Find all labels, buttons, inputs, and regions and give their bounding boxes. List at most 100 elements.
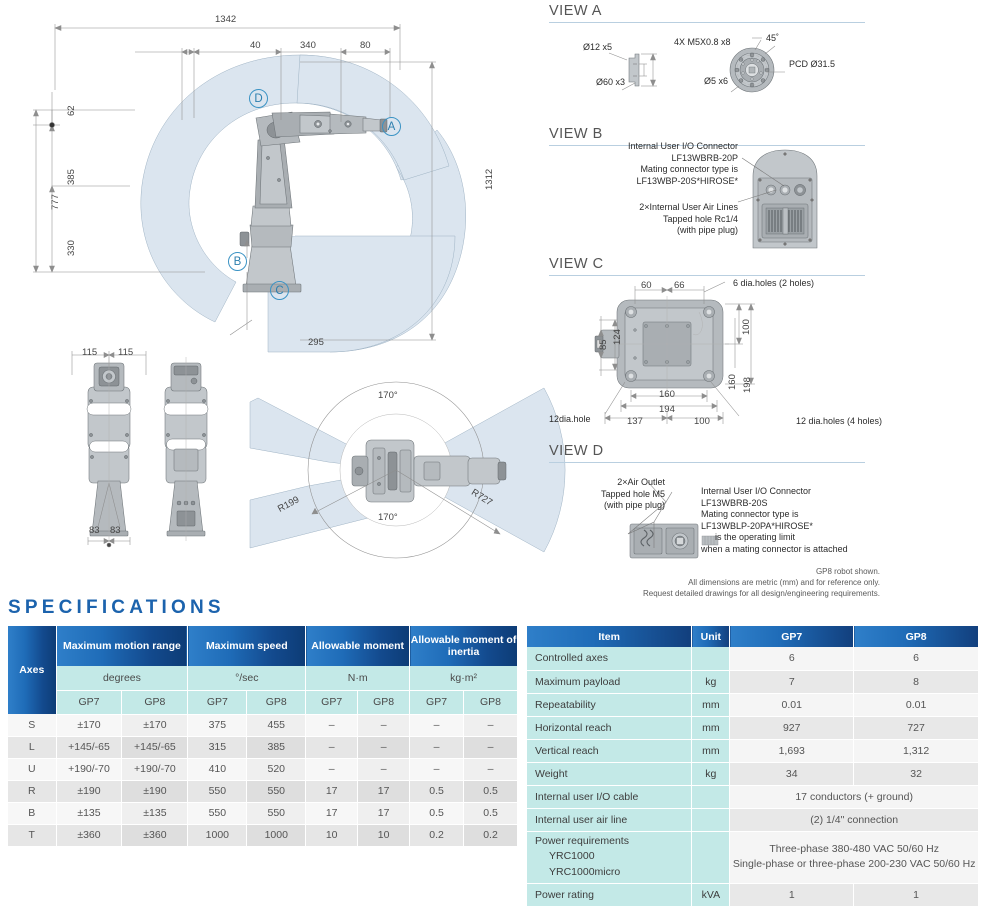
range-gp8-cell: +190/-70: [121, 758, 189, 781]
item-cell: Vertical reach: [527, 739, 693, 763]
unit-degrees: degrees: [56, 666, 189, 691]
range-gp8-cell: ±360: [121, 824, 189, 847]
label-12dia-holes: 12 dia.holes (4 holes): [796, 416, 883, 426]
robot-top-view: [351, 439, 507, 503]
dim-62: 62: [66, 105, 77, 116]
dim-c-160b: 160: [659, 389, 675, 400]
dim-80: 80: [360, 40, 371, 51]
inertia-gp8-cell: –: [463, 736, 518, 759]
d-air-line1: 2×Air Outlet: [617, 477, 665, 487]
io-line4: LF13WBP-20S*HIROSE*: [636, 175, 738, 186]
moment-gp8-cell: 10: [357, 824, 411, 847]
gp8-value-cell: 8: [853, 670, 979, 694]
footnote-line2: All dimensions are metric (mm) and for r…: [688, 578, 880, 588]
gp7-value-cell: 6: [729, 647, 855, 671]
range-gp8-cell: +145/-65: [121, 736, 189, 759]
label-d60x3: Ø60 x3: [596, 77, 626, 87]
model-inertia-gp8: GP8: [463, 690, 518, 715]
value-span-cell: 17 conductors (+ ground): [729, 785, 979, 809]
gp8-value-cell: 32: [853, 762, 979, 786]
d-air-line2: Tapped hole M5: [600, 488, 665, 499]
view-c-svg: [594, 281, 755, 424]
power-line1: Three-phase 380-480 VAC 50/60 Hz: [769, 842, 939, 855]
spec-table-motion: Axes Maximum motion range Maximum speed …: [8, 626, 518, 847]
speed-gp8-cell: 520: [246, 758, 307, 781]
axis-cell: S: [8, 714, 57, 737]
header-axes: Axes: [8, 626, 57, 714]
dim-115-right: 115: [118, 347, 134, 358]
spec-left-units-row: degrees °/sec N·m kg·m²: [8, 666, 518, 691]
dim-83-right: 83: [110, 525, 121, 536]
view-d-air-label: 2×Air Outlet Tapped hole M5 (with pipe p…: [560, 477, 665, 512]
top-view-svg: [249, 381, 566, 559]
moment-gp8-cell: 17: [357, 802, 411, 825]
dim-c-66: 66: [674, 280, 685, 291]
moment-gp7-cell: –: [305, 714, 359, 737]
view-d-rule: [549, 462, 865, 463]
unit-cell: [691, 647, 731, 671]
spec-left-models-row: GP7 GP8 GP7 GP8 GP7 GP8 GP7 GP8: [8, 690, 518, 715]
view-a-rule: [549, 22, 865, 23]
axis-cell: R: [8, 780, 57, 803]
inertia-gp7-cell: 0.5: [409, 780, 465, 803]
side-view-svg: [33, 24, 466, 353]
d-io-line1: Internal User I/O Connector: [701, 486, 812, 496]
range-gp8-cell: ±190: [121, 780, 189, 803]
footnotes: GP8 robot shown. All dimensions are metr…: [600, 566, 880, 600]
footnote-line1: GP8 robot shown.: [815, 567, 880, 576]
unit-cell: [691, 808, 731, 832]
dim-angle-top: 170°: [378, 390, 398, 401]
moment-gp8-cell: 17: [357, 780, 411, 803]
range-gp7-cell: +190/-70: [56, 758, 123, 781]
model-inertia-gp7: GP7: [409, 690, 465, 715]
view-d-svg: [629, 523, 719, 559]
air-line3: (with pipe plug): [676, 225, 738, 236]
d-io-line5: is the operating limit: [715, 532, 796, 543]
io-line2: LF13WBRB-20P: [671, 152, 738, 163]
range-gp8-cell: ±170: [121, 714, 189, 737]
dim-c-198: 198: [742, 377, 753, 393]
inertia-gp8-cell: 0.5: [463, 802, 518, 825]
power-line2: Single-phase or three-phase 200-230 VAC …: [732, 858, 976, 870]
dim-385: 385: [66, 169, 77, 185]
moment-gp7-cell: –: [305, 758, 359, 781]
inertia-gp8-cell: 0.5: [463, 780, 518, 803]
specifications-title: SPECIFICATIONS: [8, 597, 225, 618]
item-cell: Repeatability: [527, 693, 693, 717]
gp8-value-cell: 1,312: [853, 739, 979, 763]
dimension-lines: [33, 24, 436, 341]
item-cell: Power rating: [527, 883, 693, 907]
item-cell: Internal user air line: [527, 808, 693, 832]
inertia-gp8-cell: –: [463, 714, 518, 737]
unit-deg-per-sec: °/sec: [187, 666, 307, 691]
gp8-value-cell: 0.01: [853, 693, 979, 717]
speed-gp8-cell: 550: [246, 780, 307, 803]
axis-cell: T: [8, 824, 57, 847]
flange-side-profile: [628, 53, 640, 87]
header-gp8: GP8: [853, 626, 979, 647]
label-4x-m5: 4X M5X0.8 x8: [674, 37, 731, 47]
footnote-line3: Request detailed drawings for all design…: [642, 589, 880, 599]
label-pcd: PCD Ø31.5: [789, 59, 836, 69]
dim-c-100r: 100: [741, 319, 752, 335]
header-unit: Unit: [691, 626, 731, 647]
callout-bubble-d: D: [249, 89, 268, 108]
inertia-gp8-cell: 0.2: [463, 824, 518, 847]
dim-c-124: 124: [612, 329, 623, 345]
model-moment-gp7: GP7: [305, 690, 359, 715]
view-d-title: VIEW D: [549, 443, 604, 459]
view-b-rule: [549, 145, 865, 146]
range-gp7-cell: ±360: [56, 824, 123, 847]
view-c-rule: [549, 275, 865, 276]
speed-gp7-cell: 315: [187, 736, 248, 759]
gp8-value-cell: 727: [853, 716, 979, 740]
